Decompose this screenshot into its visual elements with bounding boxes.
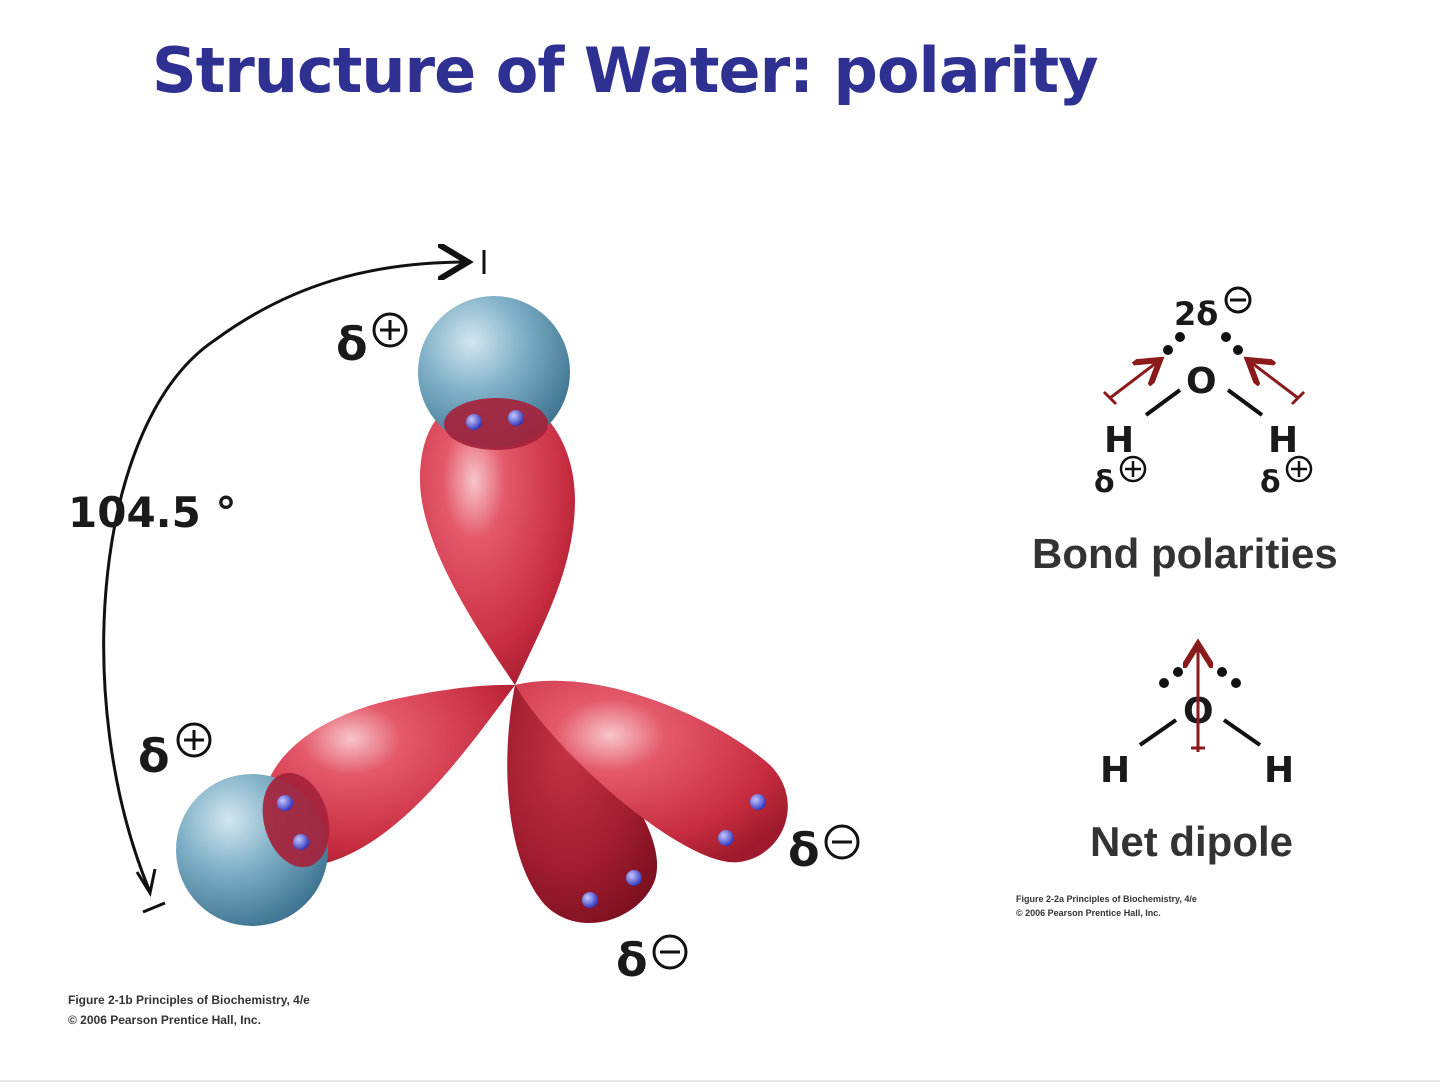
o-h-bond-left (1144, 388, 1182, 417)
bond-dipole-arrow-right (1248, 360, 1299, 400)
partial-negative-bottom: δ (616, 933, 688, 987)
bond-dipole-arrow-left (1109, 360, 1160, 400)
electron (626, 870, 642, 886)
electron (582, 892, 598, 908)
minus-circle-icon (652, 934, 688, 970)
bond-lobe-top (420, 392, 575, 685)
electron (277, 795, 293, 811)
electron (508, 410, 524, 426)
overlap-region-top (444, 398, 548, 450)
hydrogen-symbol-left: H (1104, 420, 1134, 461)
bond-angle-arc-start-arrow (135, 868, 157, 897)
figure-caption-right-line2: © 2006 Pearson Prentice Hall, Inc. (1016, 908, 1161, 918)
electron (718, 830, 734, 846)
minus-circle-icon (824, 824, 860, 860)
plus-circle-icon (1119, 455, 1147, 483)
electron (750, 794, 766, 810)
partial-positive-left: δ (138, 722, 212, 783)
electron (293, 834, 309, 850)
delta-symbol: δ (788, 823, 820, 877)
plus-circle-icon (176, 722, 212, 758)
delta-symbol: δ (616, 933, 648, 987)
partial-positive-h-left: δ (1094, 455, 1147, 500)
bond-polarities-label: Bond polarities (1032, 530, 1338, 577)
o-h-bond-left (1138, 718, 1178, 747)
net-dipole-diagram: O H H Net dipole Figure 2-2a Principles … (1016, 644, 1294, 918)
plus-circle-icon (372, 312, 408, 348)
o-h-bond-right (1222, 718, 1262, 747)
minus-circle-icon (1224, 286, 1252, 314)
oxygen-partial-charge: 2δ (1174, 295, 1218, 333)
bond-polarities-diagram: 2δ O H H δ (1032, 286, 1338, 577)
slide-bottom-divider (0, 1080, 1440, 1082)
overlap-region-left (262, 772, 330, 868)
orbital-model: 104.5 ° δ δ δ (68, 250, 860, 1027)
partial-positive-top: δ (336, 312, 408, 371)
delta-symbol: δ (336, 317, 368, 371)
lone-pair-dots (1159, 667, 1241, 688)
partial-negative-right: δ (788, 823, 860, 877)
plus-circle-icon (1285, 455, 1313, 483)
oxygen-symbol: O (1186, 361, 1217, 402)
hydrogen-symbol-right: H (1268, 420, 1298, 461)
hydrogen-symbol-right: H (1264, 750, 1294, 791)
net-dipole-label: Net dipole (1090, 818, 1293, 865)
lone-pair-lobe-right (515, 680, 788, 863)
figure-caption-left-line2: © 2006 Pearson Prentice Hall, Inc. (68, 1013, 261, 1027)
dipole-tail-right (1290, 390, 1306, 406)
arc-start-tick (142, 901, 166, 914)
slide-title: Structure of Water: polarity (152, 34, 1099, 107)
hydrogen-symbol-left: H (1100, 750, 1130, 791)
lone-pair-dots (1163, 332, 1243, 355)
bond-angle-arc (102, 262, 468, 893)
figure-caption-right-line1: Figure 2-2a Principles of Biochemistry, … (1016, 894, 1197, 904)
electron (466, 414, 482, 430)
delta-symbol: δ (1094, 465, 1115, 500)
o-h-bond-right (1226, 388, 1264, 417)
dipole-tail-left (1102, 390, 1118, 406)
partial-positive-h-right: δ (1260, 455, 1313, 500)
bond-angle-label: 104.5 ° (68, 488, 236, 537)
electrons (277, 410, 766, 908)
lone-pair-lobe-back (507, 685, 658, 924)
figure-caption-left-line1: Figure 2-1b Principles of Biochemistry, … (68, 993, 310, 1007)
delta-symbol: δ (1260, 465, 1281, 500)
delta-symbol: δ (138, 729, 170, 783)
